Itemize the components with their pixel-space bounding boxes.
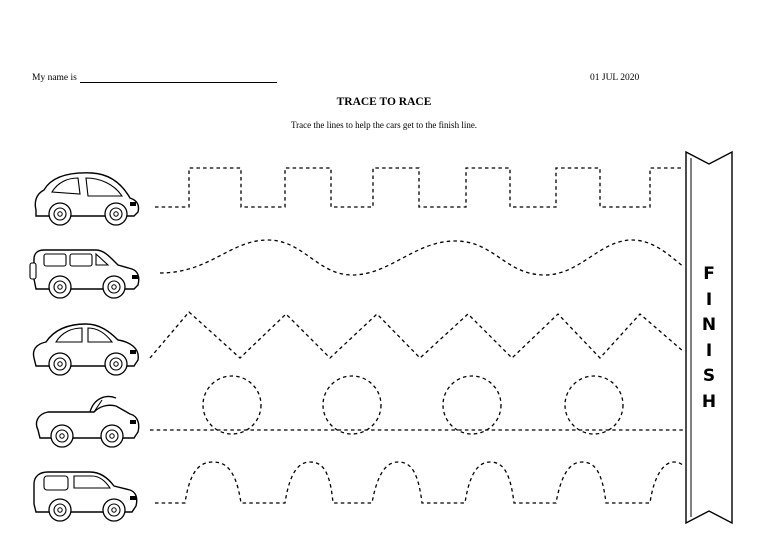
finish-banner xyxy=(685,150,733,525)
track-circle[interactable] xyxy=(322,375,382,435)
track-zigzag[interactable] xyxy=(149,311,685,359)
name-line: My name is xyxy=(32,73,277,83)
track-circle[interactable] xyxy=(564,375,624,435)
instructions: Trace the lines to help the cars get to … xyxy=(290,120,478,130)
finish-letter: N xyxy=(701,315,717,335)
finish-letter: H xyxy=(701,391,717,412)
sedan-car-icon xyxy=(32,323,139,376)
convertible-car-icon xyxy=(35,395,140,448)
suv-car-icon xyxy=(29,249,140,299)
track-square-wave[interactable] xyxy=(155,167,684,208)
worksheet-title: TRACE TO RACE xyxy=(336,96,432,108)
finish-label: F I N I S H xyxy=(686,262,732,415)
track-circle[interactable] xyxy=(202,375,262,435)
hatchback-car-icon xyxy=(34,172,140,226)
track-sine-wave[interactable] xyxy=(159,239,685,276)
compact-car-icon xyxy=(33,471,138,522)
finish-letter: I xyxy=(705,289,713,310)
name-label: My name is xyxy=(32,73,77,83)
finish-letter: F xyxy=(703,264,715,284)
finish-letter: I xyxy=(705,340,713,361)
date: 01 JUL 2020 xyxy=(590,73,640,83)
name-blank[interactable] xyxy=(79,73,277,83)
track-arches[interactable] xyxy=(155,461,685,504)
finish-letter: S xyxy=(702,366,716,386)
track-circle[interactable] xyxy=(442,375,502,435)
